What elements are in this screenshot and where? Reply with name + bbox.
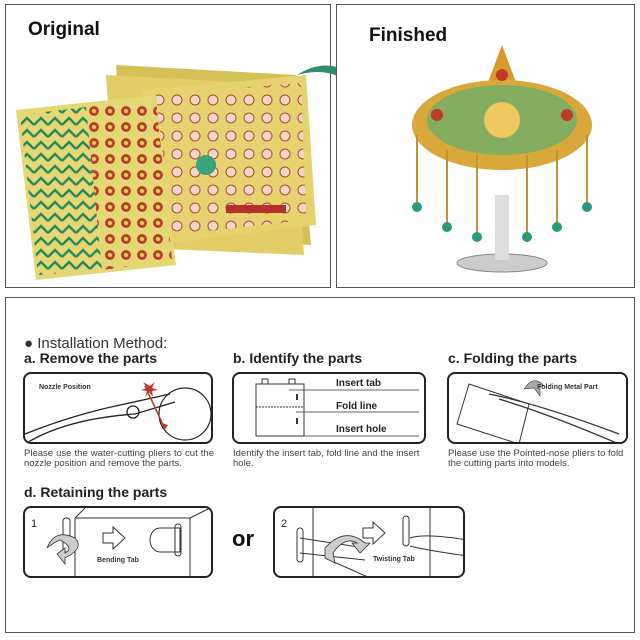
fold-line-label: Fold line: [336, 401, 378, 412]
step-c-illustration: Folding Metal Part: [447, 372, 628, 444]
folding-pliers-icon: [456, 380, 620, 442]
bullet-icon: ●: [24, 335, 34, 352]
step-b-illustration: Insert tab Fold line Insert hole: [232, 372, 426, 444]
step-c-caption: Please use the Pointed-nose pliers to fo…: [448, 448, 624, 469]
metal-sheets-image: [16, 65, 316, 280]
twisting-tab-icon: [296, 508, 463, 576]
nozzle-position-label: Nozzle Position: [39, 384, 91, 391]
option-2-number: 2: [281, 518, 288, 530]
step-a-illustration: Nozzle Position: [23, 372, 213, 444]
or-label: or: [232, 526, 254, 551]
bending-tab-label: Bending Tab: [97, 557, 139, 564]
finished-label: Finished: [369, 25, 448, 46]
step-a-title: a. Remove the parts: [24, 350, 158, 366]
step-b-title: b. Identify the parts: [233, 350, 363, 366]
step-a-caption: Please use the water-cutting pliers to c…: [24, 448, 214, 469]
bending-tab-illustration: 1 Bending Tab: [23, 506, 213, 578]
part-diagram-icon: [255, 378, 419, 437]
step-c-title: c. Folding the parts: [448, 350, 578, 366]
finished-model-image: [412, 45, 592, 273]
twisting-tab-illustration: 2 Twisting Tab: [273, 506, 465, 578]
insert-tab-label: Insert tab: [336, 378, 382, 389]
original-label: Original: [28, 19, 100, 40]
step-d-title: d. Retaining the parts: [24, 484, 168, 500]
option-1-number: 1: [31, 518, 38, 530]
heading-text: Installation Method:: [37, 335, 168, 352]
twisting-tab-label: Twisting Tab: [373, 556, 415, 563]
finished-panel: Finished: [336, 4, 635, 288]
step-b-caption: Identify the insert tab, fold line and t…: [233, 448, 420, 469]
bending-tab-icon: [46, 508, 211, 576]
installation-heading: ● Installation Method:: [24, 335, 167, 352]
pliers-cutting-icon: [25, 382, 211, 442]
insert-hole-label: Insert hole: [336, 424, 387, 435]
folding-metal-part-label: Folding Metal Part: [537, 384, 598, 391]
original-panel: Original: [5, 4, 331, 288]
